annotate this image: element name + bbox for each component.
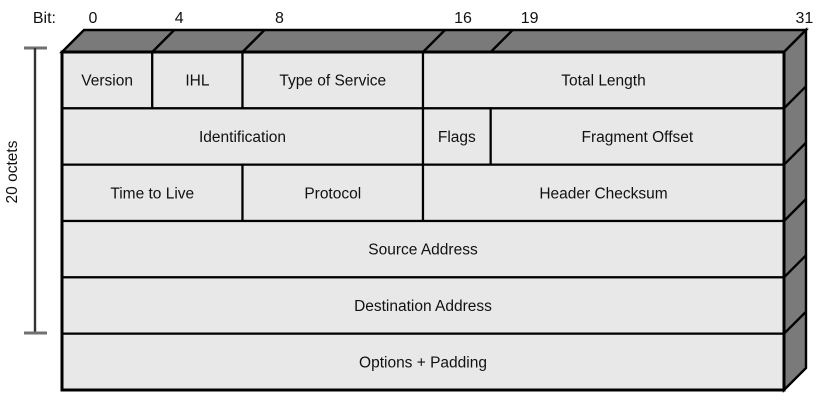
field-cell-flags: [421, 107, 492, 166]
field-cell-destination-address: [60, 276, 786, 335]
field-label-options-padding: Options + Padding: [359, 354, 487, 371]
header-field-grid: Version IHL Type of Service Total LengthIde…: [60, 50, 786, 392]
field-label-type-of-service: Type of Service: [279, 73, 386, 90]
field-label-flags: Flags: [438, 129, 476, 146]
field-cell-total-length: [421, 50, 786, 110]
field-label-fragment-offset: Fragment Offset: [581, 129, 693, 146]
field-cell-source-address: [60, 219, 786, 279]
field-label-source-address: Source Address: [368, 242, 478, 259]
top-face-bit-dividers: [151, 29, 514, 53]
side-face-divider-row-3: [783, 198, 807, 222]
field-label-header-checksum: Header Checksum: [539, 185, 667, 202]
bit-tick-label-19: 19: [521, 10, 539, 27]
field-cell-protocol: [241, 163, 425, 223]
bit-tick-labels: 0 4 8 16 19 31: [89, 10, 814, 27]
side-face-divider-row-1: [783, 85, 807, 110]
bit-tick-label-16: 16: [454, 10, 472, 27]
bit-tick-label-0: 0: [89, 10, 98, 27]
octets-bracket-label: 20 octets: [4, 140, 21, 203]
side-face-divider-row-2: [783, 141, 807, 166]
bit-axis-label: Bit:: [33, 10, 56, 27]
field-label-destination-address: Destination Address: [354, 298, 492, 315]
bit-tick-label-31: 31: [796, 10, 814, 27]
side-face-divider-row-5: [783, 310, 807, 335]
field-cell-time-to-live: [60, 163, 244, 223]
top-face-divider-bit-19: [489, 29, 514, 53]
bit-tick-label-4: 4: [175, 10, 184, 27]
side-face-divider-row-4: [783, 254, 807, 279]
field-label-identification: Identification: [199, 129, 286, 146]
field-label-time-to-live: Time to Live: [110, 185, 194, 202]
field-label-protocol: Protocol: [304, 185, 361, 202]
front-face-outline: [60, 50, 786, 392]
octets-bracket: 20 octets: [4, 46, 47, 335]
bit-tick-label-8: 8: [275, 10, 284, 27]
field-cell-options-padding: [60, 332, 786, 392]
field-cell-type-of-service: [241, 50, 425, 110]
field-label-total-length: Total Length: [561, 73, 645, 90]
top-face-divider-bit-4: [151, 29, 176, 53]
field-label-ihl: IHL: [185, 73, 210, 90]
top-face-divider-bit-8: [241, 29, 266, 53]
side-face-row-dividers: [783, 85, 807, 335]
top-face-divider-bit-16: [422, 29, 446, 53]
field-label-version: Version: [81, 73, 133, 90]
